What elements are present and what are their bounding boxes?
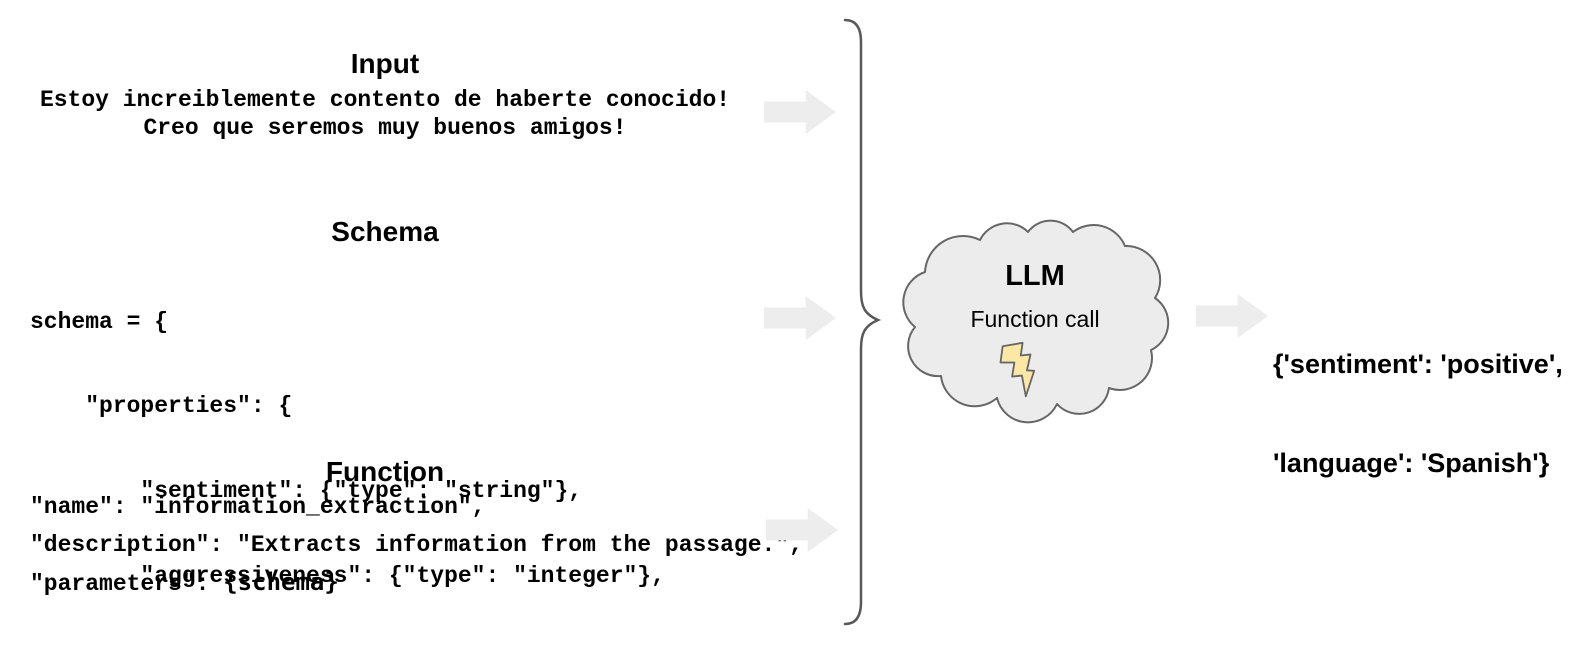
llm-cloud: LLM Function call — [885, 202, 1185, 432]
lightning-bolt-icon — [999, 341, 1036, 398]
arrow-right-icon — [764, 90, 836, 134]
function-code-line-2: "description": "Extracts information fro… — [30, 532, 803, 558]
cloud-shape — [902, 219, 1170, 424]
function-parameters-key: "parameters": — [30, 571, 224, 597]
llm-title: LLM — [1005, 260, 1065, 292]
function-code-line-1: "name": "information_extraction", — [30, 494, 486, 520]
schema-code-line: schema = { — [30, 308, 169, 335]
schema-code-block: schema = { "properties": { "sentiment": … — [30, 251, 665, 647]
output-result-text: {'sentiment': 'positive', 'language': 'S… — [1273, 282, 1563, 546]
schema-code-line: "sentiment": {"type": "string"}, — [30, 478, 583, 505]
output-result-line-2: 'language': 'Spanish'} — [1273, 448, 1550, 478]
function-call-label: Function call — [970, 306, 1100, 332]
arrow-right-icon — [764, 296, 836, 340]
input-text-line-1: Estoy increiblemente contento de haberte… — [39, 87, 731, 113]
arrow-right-icon — [1196, 294, 1268, 338]
curly-brace-shape — [843, 18, 882, 626]
function-code-line-3: "parameters": {schema} — [30, 568, 339, 598]
schema-code-line: "properties": { — [30, 393, 293, 420]
output-result-line-1: {'sentiment': 'positive', — [1273, 349, 1563, 379]
function-section-title: Function — [325, 456, 445, 487]
schema-code-line: "aggressiveness": {"type": "integer"}, — [30, 563, 665, 590]
input-section-title: Input — [350, 48, 420, 79]
schema-section-title: Schema — [331, 216, 439, 247]
input-text-line-2: Creo que seremos muy buenos amigos! — [143, 115, 627, 141]
function-parameters-schema-ref: {schema} — [223, 568, 339, 596]
